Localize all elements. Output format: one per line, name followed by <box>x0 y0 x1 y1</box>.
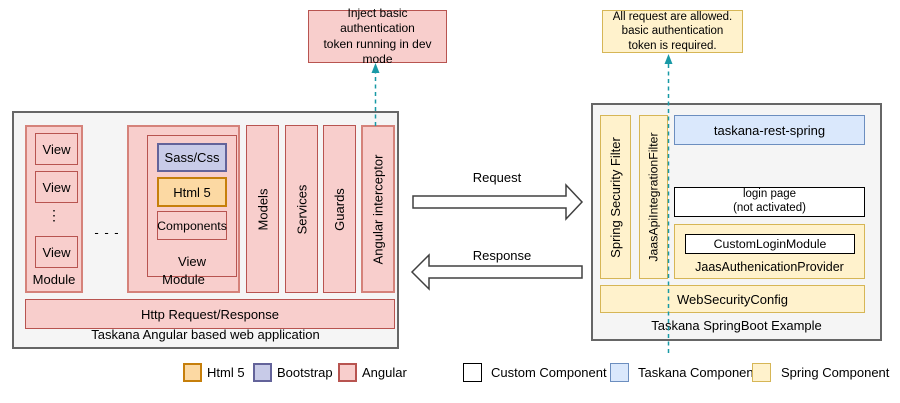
taskana-rest-spring-box: taskana-rest-spring <box>674 115 865 145</box>
http-request-response-bar: Http Request/Response <box>25 299 395 329</box>
auth-required-note: All request are allowed. basic authentic… <box>602 10 743 53</box>
auth-required-note-line3: token is required. <box>628 39 717 52</box>
html5-box: Html 5 <box>157 177 227 207</box>
request-arrow <box>412 183 584 221</box>
legend-swatch-taskana <box>610 363 629 382</box>
angular-app-title: Taskana Angular based web application <box>91 327 320 342</box>
view-box: View <box>35 171 78 203</box>
web-security-config-label: WebSecurityConfig <box>676 291 789 307</box>
login-page-line2: (not activated) <box>733 202 806 214</box>
view-box: View <box>35 133 78 165</box>
login-page-line1: login page <box>742 188 797 201</box>
login-page-box: login page (not activated) <box>674 187 865 217</box>
custom-login-module-box: CustomLoginModule <box>685 234 855 254</box>
view-label: View <box>42 141 71 157</box>
spring-security-filter-label: Spring Security Filter <box>608 136 623 258</box>
jaas-authentication-provider-box: CustomLoginModule JaasAuthenicationProvi… <box>674 224 865 279</box>
view-group-box: Sass/Css Html 5 Components View <box>147 135 237 277</box>
services-bar: Services <box>285 125 318 293</box>
dev-token-note-line2: token running in dev <box>323 36 432 51</box>
components-box: Components <box>157 211 227 240</box>
legend-label-html5: Html 5 <box>207 365 245 380</box>
view-label: View <box>42 179 71 195</box>
jaas-authentication-provider-label: JaasAuthenicationProvider <box>695 260 844 274</box>
taskana-rest-spring-label: taskana-rest-spring <box>713 122 826 138</box>
html5-label: Html 5 <box>173 184 211 200</box>
legend-swatch-custom <box>463 363 482 382</box>
legend-swatch-spring <box>752 363 771 382</box>
springboot-note-arrowhead <box>664 54 673 64</box>
angular-app-container: View View ⋮ View Module - - - Sass/Css H… <box>12 111 399 349</box>
http-bar-label: Http Request/Response <box>140 306 280 322</box>
components-label: Components <box>157 218 227 233</box>
angular-interceptor-bar: Angular interceptor <box>361 125 395 293</box>
springboot-container: Spring Security Filter JaasApiIntegratio… <box>591 103 882 341</box>
horizontal-ellipsis: - - - <box>94 225 120 240</box>
legend-label-angular: Angular <box>362 365 407 380</box>
sass-css-box: Sass/Css <box>157 143 227 172</box>
module2-label: Module <box>162 272 205 287</box>
view-label: View <box>42 244 71 260</box>
services-label: Services <box>294 184 310 234</box>
legend-swatch-html5 <box>183 363 202 382</box>
models-label: Models <box>255 188 271 230</box>
legend-swatch-angular <box>338 363 357 382</box>
legend-swatch-bootstrap <box>253 363 272 382</box>
guards-bar: Guards <box>323 125 356 293</box>
request-arrow-label: Request <box>472 170 522 185</box>
module1-label: Module <box>32 272 76 287</box>
jaas-api-integration-filter-label: JaasApiIntegrationFilter <box>646 132 661 262</box>
sass-css-label: Sass/Css <box>164 150 220 165</box>
angular-interceptor-label: Angular interceptor <box>370 154 386 264</box>
dev-token-note: Inject basic authentication token runnin… <box>308 6 447 66</box>
module2-box: Sass/Css Html 5 Components View Module <box>127 125 240 293</box>
view-box: View <box>35 236 78 268</box>
auth-required-note-line1: All request are allowed. <box>612 10 733 23</box>
dev-token-note-line1: Inject basic authentication <box>340 5 415 36</box>
dev-token-note-line3: mode <box>362 51 393 66</box>
springboot-title: Taskana SpringBoot Example <box>651 318 822 333</box>
vertical-ellipsis: ⋮ <box>47 207 61 223</box>
legend-label-bootstrap: Bootstrap <box>277 365 333 380</box>
legend-label-spring: Spring Component <box>781 365 890 380</box>
legend-label-taskana: Taskana Component <box>638 365 758 380</box>
legend-label-custom: Custom Component <box>491 365 607 380</box>
module1-box: View View ⋮ View Module <box>25 125 83 293</box>
view-group-label: View <box>178 254 206 269</box>
auth-required-note-line2: basic authentication <box>621 25 724 38</box>
response-arrow-label: Response <box>472 248 532 263</box>
spring-security-filter-bar: Spring Security Filter <box>600 115 631 279</box>
models-bar: Models <box>246 125 279 293</box>
custom-login-module-label: CustomLoginModule <box>713 237 827 251</box>
jaas-api-integration-filter-bar: JaasApiIntegrationFilter <box>639 115 668 279</box>
guards-label: Guards <box>332 187 348 231</box>
web-security-config-box: WebSecurityConfig <box>600 285 865 313</box>
